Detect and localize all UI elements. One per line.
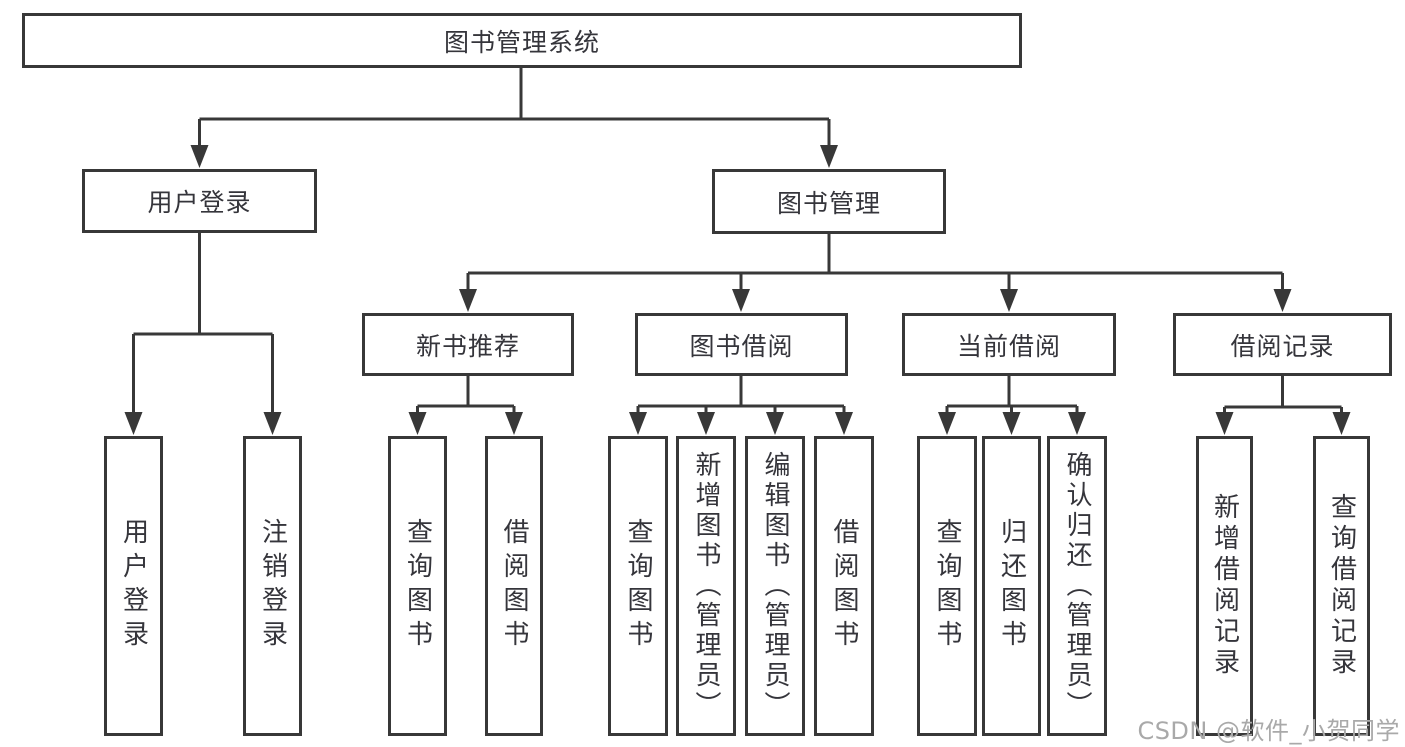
node-label: 借阅记录 bbox=[1230, 331, 1335, 361]
arrowhead bbox=[697, 412, 715, 435]
leaf-query-books-recommend: 查询图书 bbox=[388, 436, 447, 736]
node-new-book-recommend: 新书推荐 bbox=[362, 313, 574, 376]
node-label: 归还图书 bbox=[996, 518, 1027, 654]
arrowhead bbox=[629, 412, 647, 435]
node-user-login: 用户登录 bbox=[82, 169, 317, 233]
arrowhead bbox=[1273, 289, 1292, 312]
arrowhead bbox=[938, 412, 956, 435]
node-label: 当前借阅 bbox=[956, 331, 1061, 361]
connector-records-to-leaves bbox=[1223, 376, 1343, 414]
arrowhead bbox=[1000, 289, 1018, 312]
leaf-query-books-current: 查询图书 bbox=[917, 436, 977, 736]
node-label: 新增图书（管理员） bbox=[691, 451, 721, 721]
node-label: 图书管理 bbox=[776, 188, 881, 218]
connector-current-to-leaves bbox=[945, 376, 1079, 414]
arrowhead bbox=[124, 412, 143, 435]
arrowhead bbox=[766, 412, 784, 435]
arrowhead bbox=[732, 289, 750, 312]
node-label: 借阅图书 bbox=[829, 518, 859, 654]
connector-borrowing-to-leaves bbox=[636, 376, 846, 414]
node-label: 编辑图书（管理员） bbox=[760, 451, 790, 721]
leaf-edit-book-admin: 编辑图书（管理员） bbox=[745, 436, 805, 736]
node-label: 用户登录 bbox=[147, 188, 252, 217]
node-label: 借阅图书 bbox=[499, 518, 529, 654]
leaf-logout: 注销登录 bbox=[243, 436, 302, 736]
leaf-borrow-books-borrowing: 借阅图书 bbox=[814, 436, 874, 736]
arrowhead bbox=[505, 412, 523, 435]
node-label: 图书管理系统 bbox=[443, 27, 600, 57]
node-label: 查询图书 bbox=[402, 518, 433, 654]
node-label: 注销登录 bbox=[257, 518, 288, 654]
csdn-watermark: CSDN @软件_小贺同学 bbox=[1137, 717, 1400, 745]
node-label: 查询图书 bbox=[623, 518, 653, 654]
node-label: 图书借阅 bbox=[689, 331, 794, 361]
leaf-query-books-borrowing: 查询图书 bbox=[608, 436, 668, 736]
node-label: 查询图书 bbox=[932, 518, 962, 654]
connector-recommend-to-leaves bbox=[416, 376, 516, 414]
arrowhead bbox=[408, 412, 427, 435]
node-label: 用户登录 bbox=[118, 518, 149, 654]
leaf-query-borrow-record: 查询借阅记录 bbox=[1313, 436, 1370, 736]
arrowhead bbox=[1215, 412, 1234, 435]
node-book-borrowing: 图书借阅 bbox=[635, 313, 848, 376]
arrowhead bbox=[190, 145, 209, 168]
node-book-management: 图书管理 bbox=[712, 169, 946, 234]
leaf-confirm-return-admin: 确认归还（管理员） bbox=[1047, 436, 1107, 736]
arrowhead bbox=[1002, 412, 1021, 435]
leaf-return-book: 归还图书 bbox=[982, 436, 1041, 736]
arrowhead bbox=[1068, 412, 1086, 435]
leaf-add-book-admin: 新增图书（管理员） bbox=[676, 436, 736, 736]
arrowhead bbox=[263, 412, 282, 435]
connector-management-to-level3 bbox=[466, 234, 1284, 292]
leaf-borrow-books-recommend: 借阅图书 bbox=[485, 436, 543, 736]
arrowhead bbox=[835, 412, 853, 435]
node-label: 确认归还（管理员） bbox=[1062, 451, 1092, 721]
node-library-management-system: 图书管理系统 bbox=[22, 13, 1022, 68]
arrowhead bbox=[459, 289, 477, 312]
leaf-user-login: 用户登录 bbox=[104, 436, 163, 736]
node-label: 查询借阅记录 bbox=[1326, 493, 1357, 679]
node-borrowing-records: 借阅记录 bbox=[1173, 313, 1392, 376]
connector-user-login-to-leaves bbox=[132, 233, 274, 414]
arrowhead bbox=[820, 145, 838, 168]
leaf-add-borrow-record: 新增借阅记录 bbox=[1196, 436, 1253, 736]
connector-root-to-level2 bbox=[198, 68, 831, 148]
arrowhead bbox=[1332, 412, 1351, 435]
node-current-borrowing: 当前借阅 bbox=[902, 313, 1116, 376]
node-label: 新书推荐 bbox=[415, 331, 520, 361]
node-label: 新增借阅记录 bbox=[1209, 493, 1240, 679]
